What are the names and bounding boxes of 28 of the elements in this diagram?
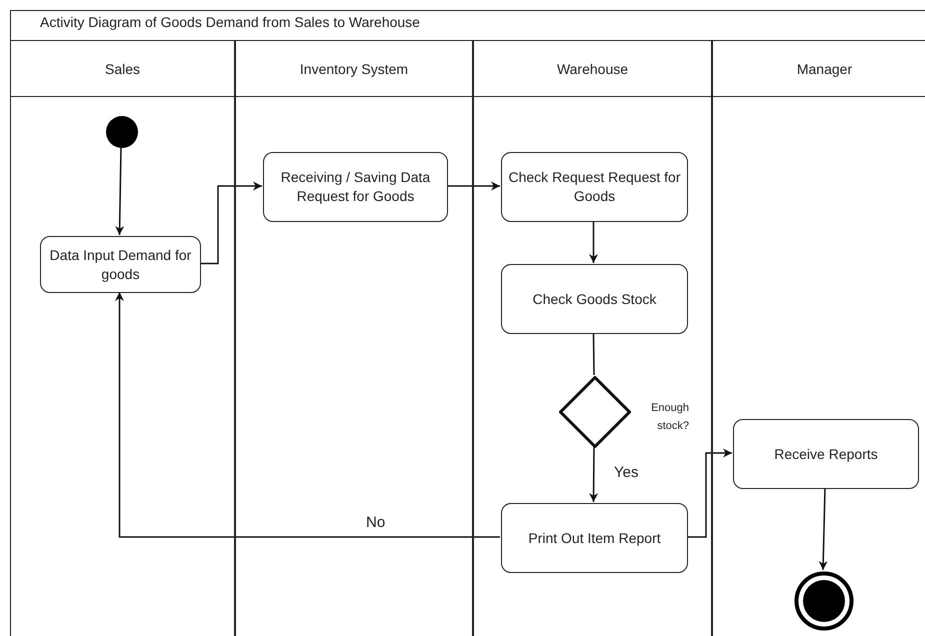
lane-title: Sales <box>104 60 140 76</box>
action-box: Receiving / Saving Data Request for Goods <box>263 152 448 222</box>
initial-node <box>106 116 138 148</box>
swimlane <box>235 40 473 636</box>
arrow <box>447 182 500 190</box>
swimlane <box>473 40 712 636</box>
action-box: Data Input Demand for goods <box>40 236 201 293</box>
arrow <box>687 448 732 538</box>
lane-title: Manager <box>796 60 852 76</box>
arrow <box>115 146 124 236</box>
action-box: Print Out Item Report <box>501 503 688 573</box>
connector-line <box>592 333 595 375</box>
action-box: Check Request Request for Goods <box>501 152 688 222</box>
final-node <box>794 571 854 631</box>
arrow <box>818 488 828 570</box>
lane-title: Inventory System <box>300 60 408 76</box>
lane-title: Warehouse <box>556 60 628 76</box>
condition-label: Enough stock? <box>650 401 689 434</box>
action-box: Check Goods Stock <box>501 264 688 334</box>
arrow <box>589 221 598 263</box>
arrow <box>589 447 598 502</box>
decision-diamond <box>559 376 631 448</box>
swimlane <box>712 40 925 636</box>
swimlane <box>10 40 235 636</box>
action-box: Receive Reports <box>733 419 919 489</box>
arrow <box>115 292 500 538</box>
diagram-title: Activity Diagram of Goods Demand from Sales to Warehouse <box>40 14 420 30</box>
arrow <box>200 182 262 264</box>
